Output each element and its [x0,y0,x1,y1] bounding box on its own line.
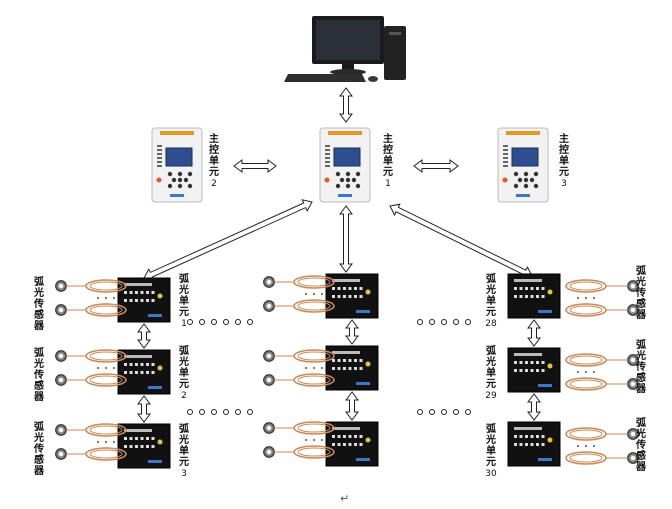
sensor-label-left-3: 弧光传感器 [34,422,44,477]
sensor-label-left-2: 弧光传感器 [34,348,44,403]
arc-unit-mid-2 [325,345,379,391]
arc-unit-left-3 [117,423,171,469]
sensor-label-right-2: 弧光传感器 [636,340,646,395]
sensor-group-right-3 [565,427,639,465]
sensor-group-left-1 [55,279,127,317]
sensor-label-right-3: 弧光传感器 [636,418,646,473]
sensor-group-right-2 [565,353,639,391]
arrow-mid-1-2 [345,319,359,345]
arrow-mid-2-3 [345,391,359,421]
arc-unit-left-2 [117,349,171,395]
arrow-right-1-2 [527,319,541,347]
return-mark: ↵ [340,492,350,505]
sensor-group-mid-3 [263,421,335,459]
main-unit-2 [151,127,203,203]
arrow-pc-main1 [339,87,353,123]
arrow-main2-main1 [233,159,277,173]
main-unit-3 [497,127,549,203]
arc-unit-right-2 [507,347,561,393]
arrow-left-1-2 [137,323,151,349]
arrow-main1-left [143,199,313,281]
arrow-right-2-3 [527,393,541,421]
arc-unit-right-1 [507,273,561,319]
sensor-group-left-3 [55,423,127,461]
arrow-main1-right [389,203,533,279]
arrow-left-2-3 [137,395,151,423]
sensor-group-left-2 [55,349,127,387]
main-unit-1 [319,127,371,203]
arc-unit-right-3 [507,421,561,467]
sensor-label-right-1: 弧光传感器 [636,266,646,321]
sensor-group-right-1 [565,279,639,317]
sensor-group-mid-1 [263,275,335,313]
continuation-dots [187,319,471,415]
sensor-group-mid-2 [263,349,335,387]
sensor-label-left-1: 弧光传感器 [34,277,44,332]
computer-icon [284,16,406,82]
arc-unit-mid-3 [325,421,379,467]
arrow-main1-main3 [413,159,459,173]
arrow-main1-mid [339,205,353,273]
